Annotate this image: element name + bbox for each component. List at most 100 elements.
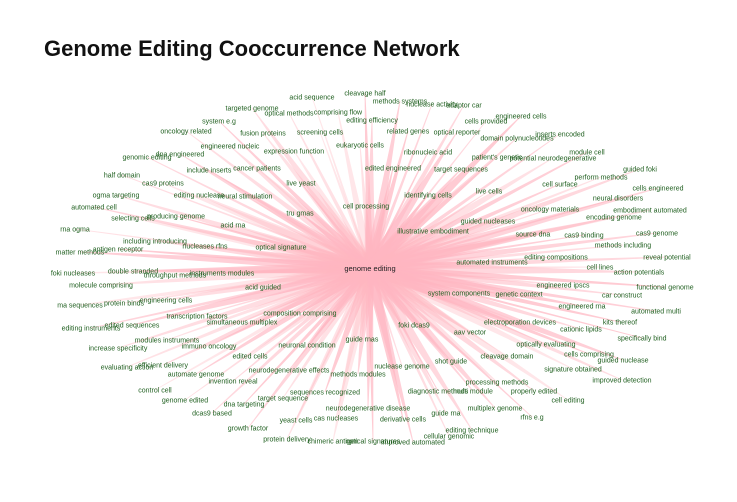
- node-label: targeted genome: [226, 106, 279, 113]
- center-node-label: genome editing: [344, 264, 395, 273]
- node-label: system e.g: [202, 119, 236, 126]
- node-label: multi module: [453, 389, 493, 396]
- node-label: optical reporter: [434, 130, 481, 137]
- node-label: improved automated: [381, 440, 445, 447]
- node-label: protein delivery: [263, 437, 311, 444]
- node-label: engineered rna: [558, 304, 605, 311]
- node-label: electroporation devices: [484, 320, 556, 327]
- node-label: guided nucleases: [461, 219, 516, 226]
- node-label: perform methods: [575, 175, 628, 182]
- node-label: ribonucleic acid: [404, 150, 452, 157]
- network-edge: [244, 195, 372, 271]
- network-edge: [366, 267, 374, 441]
- node-label: source dna: [516, 232, 551, 239]
- node-label: derivative cells: [380, 417, 426, 424]
- node-label: methods systems: [373, 99, 428, 106]
- network-edge: [364, 263, 496, 409]
- node-label: molecule comprising: [69, 283, 133, 290]
- node-label: including introducing: [123, 239, 187, 246]
- node-label: acid rna: [221, 223, 246, 230]
- node-label: producing genome: [147, 214, 205, 221]
- network-edge: [195, 264, 373, 375]
- network-edge: [101, 262, 371, 286]
- node-label: cas9 binding: [564, 233, 603, 240]
- node-label: neuronal condition: [278, 343, 335, 350]
- node-label: multiplex genome: [468, 406, 523, 413]
- node-label: neural disorders: [593, 196, 644, 203]
- network-edge: [222, 263, 371, 274]
- node-label: neurodegenerative effects: [249, 368, 330, 375]
- network-edge: [208, 169, 372, 271]
- node-label: chimeric antigen: [308, 439, 359, 446]
- node-label: ma sequences: [57, 303, 103, 310]
- node-label: include inserts: [187, 168, 232, 175]
- node-label: guide rnas: [346, 337, 379, 344]
- node-label: foki dcas9: [398, 323, 430, 330]
- network-edge: [184, 266, 372, 401]
- node-label: shot guide: [435, 359, 467, 366]
- node-label: protein binds: [104, 301, 145, 308]
- node-label: inserts encoded: [535, 132, 585, 139]
- node-label: cells provided: [465, 119, 508, 126]
- network-edge: [366, 263, 535, 392]
- node-label: cellular genomic: [424, 434, 475, 441]
- network-edge: [364, 266, 404, 420]
- network-edge: [369, 263, 621, 323]
- node-label: methods including: [595, 243, 652, 250]
- network-edge: [251, 107, 376, 272]
- node-label: increase specificity: [89, 346, 148, 353]
- node-label: target sequence: [258, 396, 308, 403]
- network-edge: [198, 194, 373, 275]
- network-edge: [368, 263, 582, 330]
- network-edge: [243, 266, 372, 405]
- network-edge: [179, 153, 373, 274]
- network-edge: [117, 263, 372, 349]
- node-label: automate genome: [168, 372, 225, 379]
- node-label: editing technique: [446, 428, 499, 435]
- node-label: fusion proteins: [240, 131, 286, 138]
- network-edge: [369, 264, 665, 288]
- network-edge: [295, 267, 372, 421]
- network-edge: [288, 112, 373, 270]
- node-label: genome edited: [162, 398, 208, 405]
- node-label: illustrative embodiment: [397, 229, 469, 236]
- node-label: dna engineered: [156, 152, 205, 159]
- node-label: cell surface: [542, 182, 578, 189]
- node-label: composition comprising: [263, 311, 336, 318]
- network-edge: [364, 206, 376, 269]
- node-label: car construct: [602, 293, 642, 300]
- network-edge: [126, 264, 372, 368]
- node-label: editing instruments: [62, 326, 121, 333]
- node-label: automated multi: [631, 309, 681, 316]
- node-label: efficient delivery: [138, 363, 189, 370]
- network-edge: [369, 263, 622, 296]
- node-label: methods modules: [330, 372, 386, 379]
- node-label: functional genome: [636, 285, 693, 292]
- network-edge: [232, 266, 372, 382]
- network-edge: [368, 151, 429, 269]
- node-label: automated cell: [71, 205, 117, 212]
- node-label: antigen receptor: [93, 247, 144, 254]
- node-label: screening cells: [297, 130, 344, 137]
- node-label: cas9 genome: [636, 231, 678, 238]
- node-label: edited engineered: [365, 166, 421, 173]
- network-edge: [247, 265, 374, 429]
- node-label: guided foki: [623, 167, 657, 174]
- node-label: growth factor: [228, 426, 269, 433]
- node-label: yeast cells: [280, 418, 313, 425]
- node-label: comprising flow: [314, 110, 363, 117]
- node-label: related genes: [387, 129, 430, 136]
- network-edge: [367, 266, 450, 437]
- node-label: nuclease genome: [374, 364, 429, 371]
- node-label: ogma targeting: [93, 193, 140, 200]
- node-label: evaluating action: [101, 365, 154, 372]
- node-label: expression function: [264, 149, 324, 156]
- network-edge: [364, 131, 458, 272]
- node-label: rna ogma: [60, 227, 90, 234]
- node-label: cleavage domain: [481, 354, 534, 361]
- node-label: double stranded: [108, 269, 158, 276]
- network-edge: [364, 264, 473, 431]
- node-label: aav vector: [454, 330, 487, 337]
- node-label: guided nuclease: [598, 358, 649, 365]
